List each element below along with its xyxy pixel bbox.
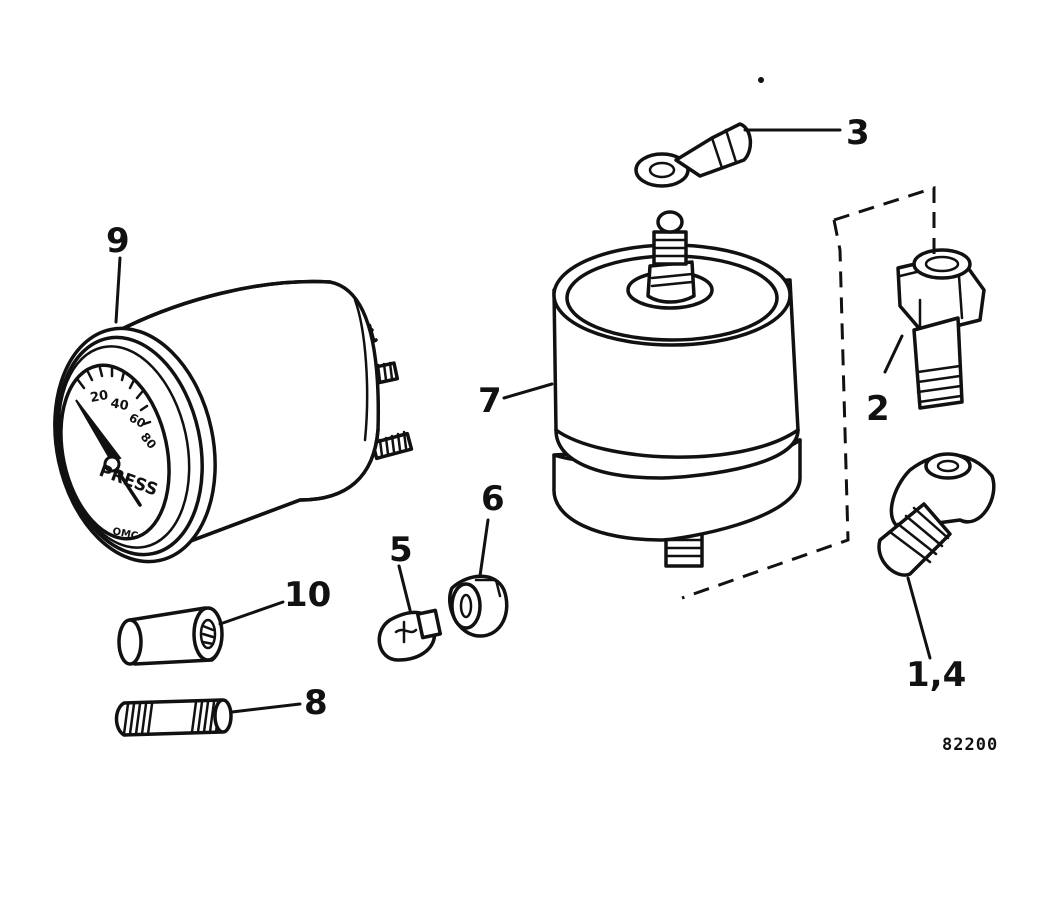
gauge-needle-hub — [103, 455, 121, 473]
lamp-socket-part-6 — [448, 574, 509, 638]
gauge-scale-20: 20 — [89, 388, 109, 406]
callout-10: 10 — [284, 575, 331, 615]
gauge-scale-40: 40 — [109, 396, 129, 414]
callout-8: 8 — [304, 683, 328, 723]
assembly-bracket-dashed — [681, 185, 936, 600]
callout-1-4: 1,4 — [906, 655, 966, 695]
coupling-part-10 — [117, 606, 224, 666]
callout-6: 6 — [481, 479, 505, 519]
connector-part-2 — [896, 248, 986, 410]
leader-lines — [114, 128, 932, 714]
gauge-brand-label: OMC — [111, 526, 139, 542]
pressure-gauge-part-9: 20 40 60 80 PRESS OMC — [53, 279, 414, 564]
nipple-part-8 — [114, 698, 233, 737]
callout-2: 2 — [866, 389, 890, 429]
pressure-sender-part-7 — [552, 210, 802, 568]
lamp-bulb-part-5 — [377, 608, 443, 662]
callout-9: 9 — [106, 221, 130, 261]
ring-terminal-part-3 — [634, 122, 753, 188]
callout-3: 3 — [846, 113, 870, 153]
figure-code: 82200 — [942, 735, 998, 755]
print-speck — [758, 77, 764, 83]
callout-5: 5 — [389, 530, 413, 570]
callout-7: 7 — [478, 381, 502, 421]
elbow-part-1-4 — [877, 452, 996, 577]
